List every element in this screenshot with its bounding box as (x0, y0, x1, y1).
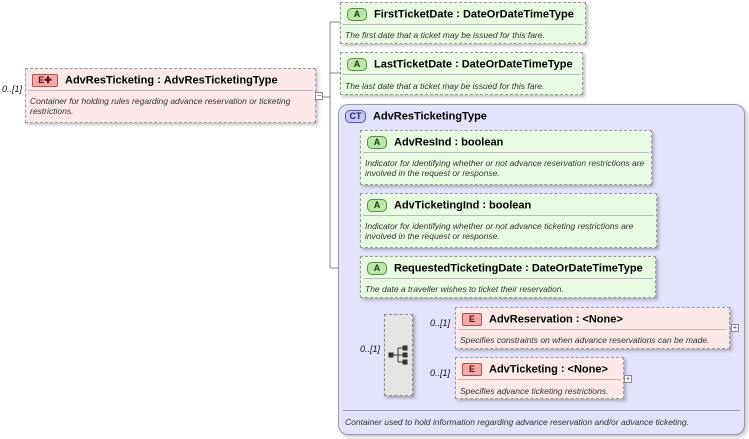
element-badge-icon: E✚ (32, 74, 58, 87)
attribute-badge-icon: A (347, 58, 367, 71)
element-badge-icon: E (462, 363, 482, 376)
sequence-icon (388, 345, 408, 365)
element-cardinality: 0..[1] (430, 318, 451, 328)
complex-type-description: Container used to hold information regar… (345, 417, 689, 427)
expand-toggle[interactable]: + (731, 323, 739, 332)
complex-type-badge-icon: CT (345, 110, 366, 123)
root-element-header: E✚AdvResTicketing:AdvResTicketingType (32, 74, 278, 87)
root-element-box[interactable]: E✚AdvResTicketing:AdvResTicketingType Co… (25, 68, 316, 123)
complex-type-name: AdvResTicketingType (373, 110, 487, 123)
element-cardinality: 0..[1] (430, 368, 451, 378)
attribute-badge-icon: A (347, 8, 367, 21)
complex-type-header: CT AdvResTicketingType (345, 110, 487, 123)
root-element-description: Container for holding rules regarding ad… (30, 96, 291, 116)
sequence-compositor[interactable] (384, 314, 413, 396)
sequence-cardinality: 0..[1] (360, 344, 381, 354)
divider (28, 90, 313, 91)
collapse-toggle[interactable]: − (315, 91, 323, 100)
attribute-badge-icon: A (367, 136, 387, 149)
root-cardinality: 0..[1] (2, 84, 23, 94)
root-element-type: AdvResTicketingType (163, 74, 278, 87)
element-badge-icon: E (462, 313, 482, 326)
expand-toggle[interactable]: + (624, 374, 632, 383)
root-element-name: AdvResTicketing (65, 74, 155, 87)
attribute-badge-icon: A (367, 262, 387, 275)
attribute-badge-icon: A (367, 199, 387, 212)
